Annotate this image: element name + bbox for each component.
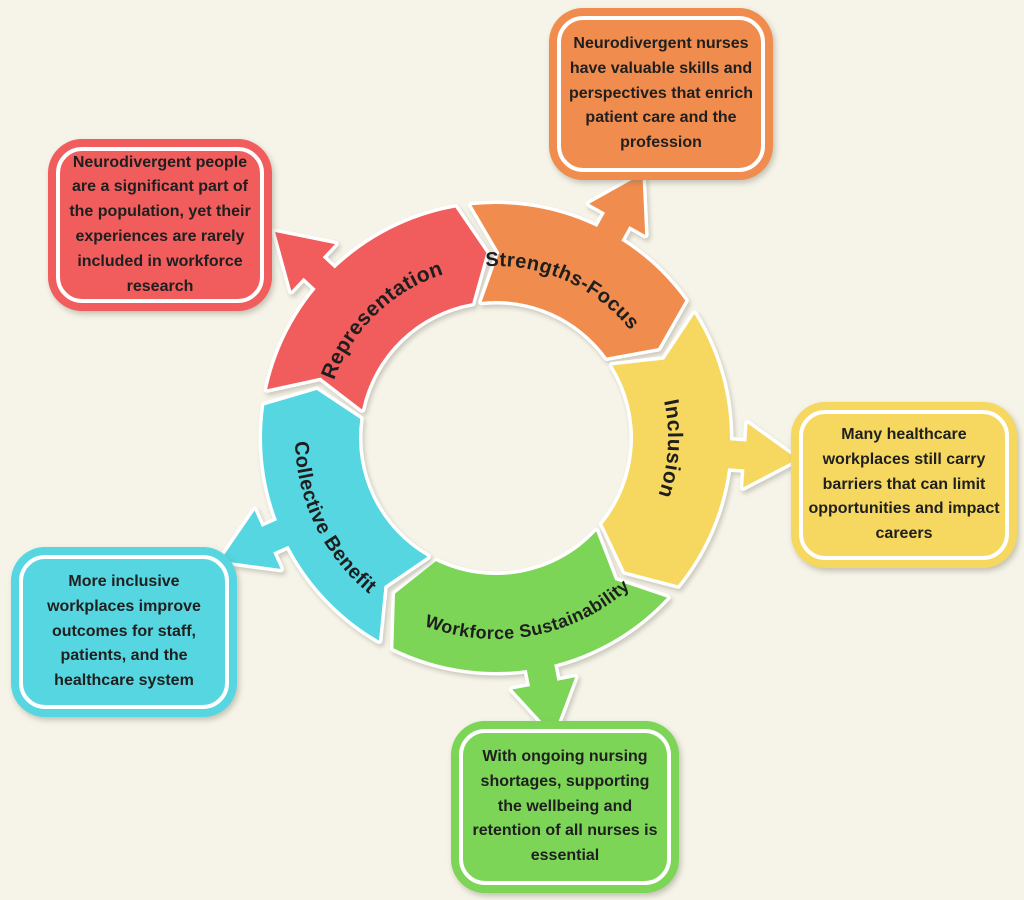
- callout-text-workforce-sustainability: With ongoing nursing shortages, supporti…: [472, 748, 658, 865]
- segment-collective-benefit: Collective Benefit: [216, 386, 431, 645]
- segment-arrow-representation: [275, 232, 358, 311]
- callout-text-collective-benefit: More inclusive workplaces improve outcom…: [47, 573, 201, 690]
- segment-representation: Representation: [263, 204, 490, 413]
- segment-arc-workforce-sustainability: [393, 531, 668, 672]
- segment-arrow-inclusion: [696, 423, 798, 488]
- callout-inner-border: Many healthcare workplaces still carry b…: [799, 410, 1009, 560]
- callout-representation: Neurodivergent people are a significant …: [48, 139, 272, 311]
- callout-strengths-focus: Neurodivergent nurses have valuable skil…: [549, 8, 773, 180]
- callout-inner-border: Neurodivergent people are a significant …: [56, 147, 264, 303]
- segment-workforce-sustainability: Workforce Sustainability: [389, 527, 671, 738]
- callout-text-inclusion: Many healthcare workplaces still carry b…: [808, 426, 1000, 543]
- segment-arrow-collective-benefit: [220, 507, 318, 569]
- callout-text-strengths-focus: Neurodivergent nurses have valuable skil…: [568, 35, 754, 152]
- callout-inner-border: Neurodivergent nurses have valuable skil…: [557, 16, 765, 172]
- segment-arrow-strengths-focus: [581, 173, 646, 269]
- callout-inner-border: More inclusive workplaces improve outcom…: [19, 555, 229, 709]
- segment-strengths-focus: Strengths-Focus: [468, 170, 689, 361]
- callout-workforce-sustainability: With ongoing nursing shortages, supporti…: [451, 721, 679, 893]
- segment-arc-collective-benefit: [262, 390, 428, 641]
- segment-arc-inclusion: [602, 314, 731, 586]
- callout-inner-border: With ongoing nursing shortages, supporti…: [459, 729, 671, 885]
- segment-arc-strengths-focus: [471, 204, 686, 358]
- callout-collective-benefit: More inclusive workplaces improve outcom…: [11, 547, 237, 717]
- segment-arc-representation: [267, 207, 487, 410]
- callout-inclusion: Many healthcare workplaces still carry b…: [791, 402, 1017, 568]
- segment-inclusion: Inclusion: [599, 310, 801, 589]
- segment-arrow-workforce-sustainability: [512, 633, 576, 735]
- callout-text-representation: Neurodivergent people are a significant …: [69, 153, 251, 295]
